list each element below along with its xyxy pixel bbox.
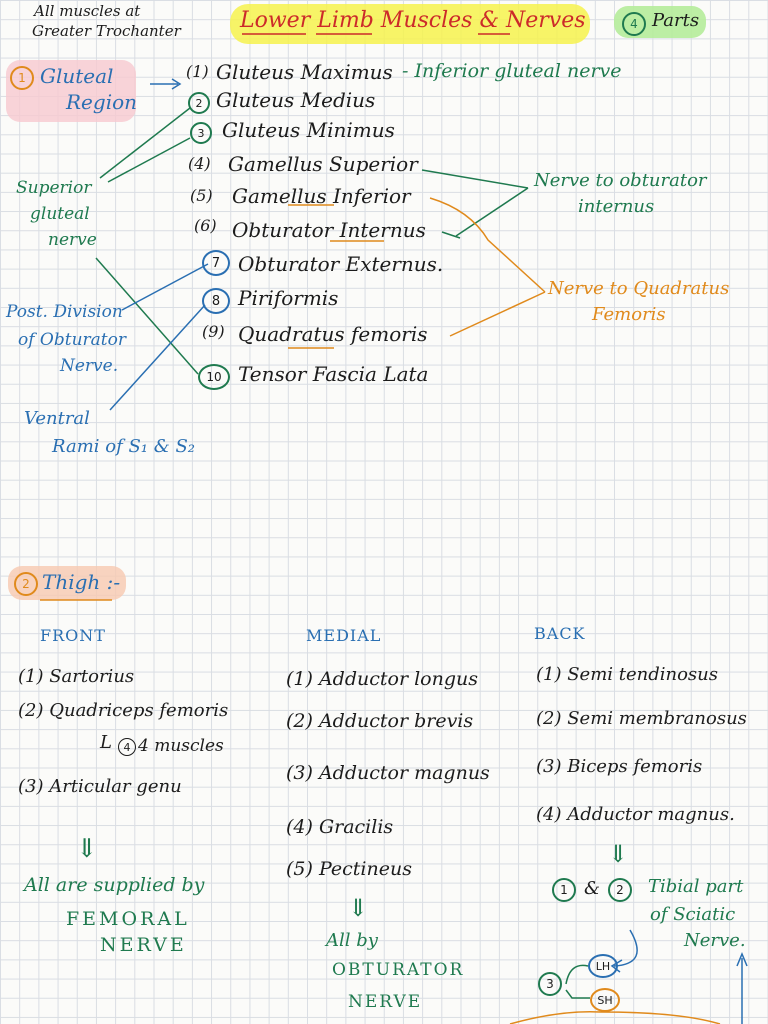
gluteal-title-line2: Region — [66, 90, 138, 114]
muscle-circle-10: 10 — [198, 364, 230, 390]
front-supplied-line3: NERVE — [100, 934, 187, 956]
medial-item-5: (5) Pectineus — [286, 858, 412, 880]
back-item-3: (3) Biceps femoris — [536, 756, 703, 777]
medial-supplied-line3: NERVE — [348, 992, 423, 1012]
gluteal-number: 1 — [18, 71, 26, 85]
muscle-name-10: Tensor Fascia Lata — [238, 362, 429, 386]
muscle-num-4: (4) — [188, 154, 211, 173]
back-item-1: (1) Semi tendinosus — [536, 664, 719, 685]
muscle-name-6: Obturator Internus — [232, 218, 426, 242]
front-supplied-line1: All are supplied by — [24, 874, 205, 896]
page-title: Lower Limb Muscles & Nerves — [240, 8, 586, 33]
top-note-line2: Greater Trochanter — [32, 22, 181, 40]
parts-label: Parts — [652, 10, 700, 31]
tibial-line3: Nerve. — [684, 930, 746, 951]
post-division-line2: of Obturator — [18, 330, 126, 350]
muscle-name-2: Gluteus Medius — [216, 88, 376, 112]
muscle-circle-7: 7 — [202, 250, 230, 276]
front-heading: FRONT — [40, 626, 106, 645]
tibial-line2: of Sciatic — [650, 904, 736, 925]
back-arrow: ⇓ — [608, 840, 629, 868]
back-circle-3: 3 — [538, 972, 562, 996]
front-supplied-line2: FEMORAL — [66, 908, 190, 930]
front-sub-prefix: L — [100, 732, 112, 753]
thigh-number: 2 — [22, 577, 30, 591]
superior-gluteal-line2: gluteal — [30, 204, 90, 224]
medial-item-3: (3) Adductor magnus — [286, 762, 490, 784]
tibial-line1: Tibial part — [648, 876, 744, 897]
front-item-1: (1) Sartorius — [18, 666, 135, 687]
nerve-obturator-internus-line2: internus — [578, 196, 655, 217]
post-division-line3: Nerve. — [60, 356, 119, 376]
muscle-name-1: Gluteus Maximus — [216, 60, 393, 84]
parts-number: 4 — [630, 17, 638, 31]
ventral-rami-line1: Ventral — [24, 408, 90, 429]
medial-heading: MEDIAL — [306, 626, 382, 645]
back-heading: BACK — [534, 624, 586, 643]
sh-badge: SH — [590, 988, 620, 1012]
muscle-name-9: Quadratus femoris — [238, 322, 428, 346]
gluteal-number-circle: 1 — [10, 66, 34, 90]
gluteal-title-line1: Gluteal — [40, 64, 114, 88]
top-note-line1: All muscles at — [34, 2, 141, 20]
front-sub-note: 4 muscles — [138, 736, 224, 756]
nerve-quadratus-line1: Nerve to Quadratus — [548, 278, 730, 299]
muscle-circle-2: 2 — [188, 92, 210, 114]
thigh-title: Thigh :- — [42, 570, 121, 594]
medial-supplied-line1: All by — [326, 930, 378, 951]
muscle-circle-3: 3 — [190, 122, 212, 144]
thigh-number-circle: 2 — [14, 572, 38, 596]
medial-item-1: (1) Adductor longus — [286, 668, 478, 690]
inferior-gluteal-nerve: - Inferior gluteal nerve — [402, 60, 622, 82]
muscle-name-4: Gamellus Superior — [228, 152, 418, 176]
muscle-num-6: (6) — [194, 216, 217, 235]
front-arrow: ⇓ — [76, 834, 98, 864]
nerve-obturator-internus-line1: Nerve to obturator — [534, 170, 707, 191]
back-item-4: (4) Adductor magnus. — [536, 804, 735, 825]
medial-arrow: ⇓ — [348, 894, 369, 922]
medial-item-2: (2) Adductor brevis — [286, 710, 474, 732]
lh-badge: LH — [588, 954, 618, 978]
front-item-3: (3) Articular genu — [18, 776, 182, 797]
front-item-2: (2) Quadriceps femoris — [18, 700, 229, 721]
muscle-name-8: Piriformis — [238, 286, 339, 310]
superior-gluteal-line1: Superior — [16, 178, 92, 198]
ventral-rami-line2: Rami of S₁ & S₂ — [52, 436, 196, 457]
nerve-quadratus-line2: Femoris — [592, 304, 666, 325]
parts-number-circle: 4 — [622, 12, 646, 36]
muscle-name-5: Gamellus Inferior — [232, 184, 411, 208]
back-amp: & — [584, 878, 601, 899]
back-circle-2: 2 — [608, 878, 632, 902]
muscle-name-7: Obturator Externus. — [238, 252, 444, 276]
back-item-2: (2) Semi membranosus — [536, 708, 747, 729]
muscle-num-9: (9) — [202, 322, 225, 341]
medial-item-4: (4) Gracilis — [286, 816, 394, 838]
muscle-name-3: Gluteus Minimus — [222, 118, 395, 142]
muscle-num-5: (5) — [190, 186, 213, 205]
back-circle-1: 1 — [552, 878, 576, 902]
muscle-circle-8: 8 — [202, 288, 230, 314]
title-highlight — [230, 4, 590, 44]
medial-supplied-line2: OBTURATOR — [332, 960, 465, 980]
post-division-line1: Post. Division — [6, 302, 123, 322]
muscle-num-1: (1) — [186, 62, 209, 81]
superior-gluteal-line3: nerve — [48, 230, 97, 250]
front-sub-circle: 4 — [118, 738, 136, 756]
